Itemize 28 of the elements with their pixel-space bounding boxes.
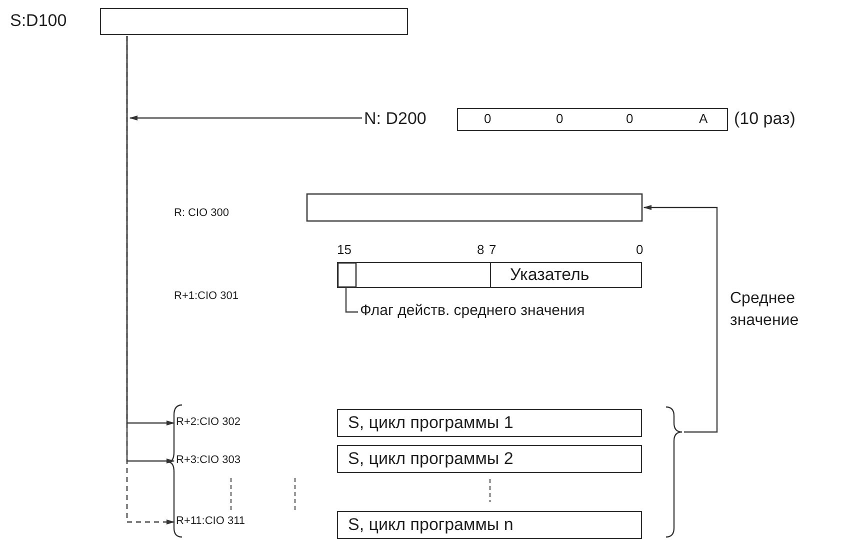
register-address: R: CIO 300 (174, 207, 230, 219)
arrow (643, 204, 718, 433)
register-box (337, 445, 642, 473)
operand-name: S:D100 (10, 11, 67, 31)
field-text: Указатель (510, 265, 590, 285)
register-content: S, цикл программы 1 (348, 413, 514, 433)
register-content: S, цикл программы 2 (348, 449, 514, 469)
flag-caption: Флаг действ. среднего значения (360, 302, 585, 319)
register-value: A (699, 111, 708, 126)
register-value: 0 (484, 111, 492, 126)
leader-line (345, 288, 358, 313)
register-value: 0 (556, 111, 564, 126)
repeat-count: (10 раз) (734, 109, 796, 129)
register-address: R+2:CIO 302 (176, 416, 241, 428)
bit-number: 15 (337, 242, 352, 257)
register-box (337, 262, 642, 288)
bit-number: 0 (636, 242, 644, 257)
bit-number: 7 (489, 242, 496, 257)
register-value: 0 (626, 111, 634, 126)
arrow (129, 115, 362, 121)
register-address: R+11:CIO 311 (176, 515, 245, 527)
bit-number: 8 (477, 242, 484, 257)
register-address: R+1:CIO 301 (174, 290, 239, 302)
register-box (337, 409, 642, 437)
register-address: R+3:CIO 303 (176, 454, 241, 466)
register-box (337, 511, 642, 539)
operand-name: N: D200 (364, 109, 426, 129)
register-content: S, цикл программы n (348, 515, 514, 535)
